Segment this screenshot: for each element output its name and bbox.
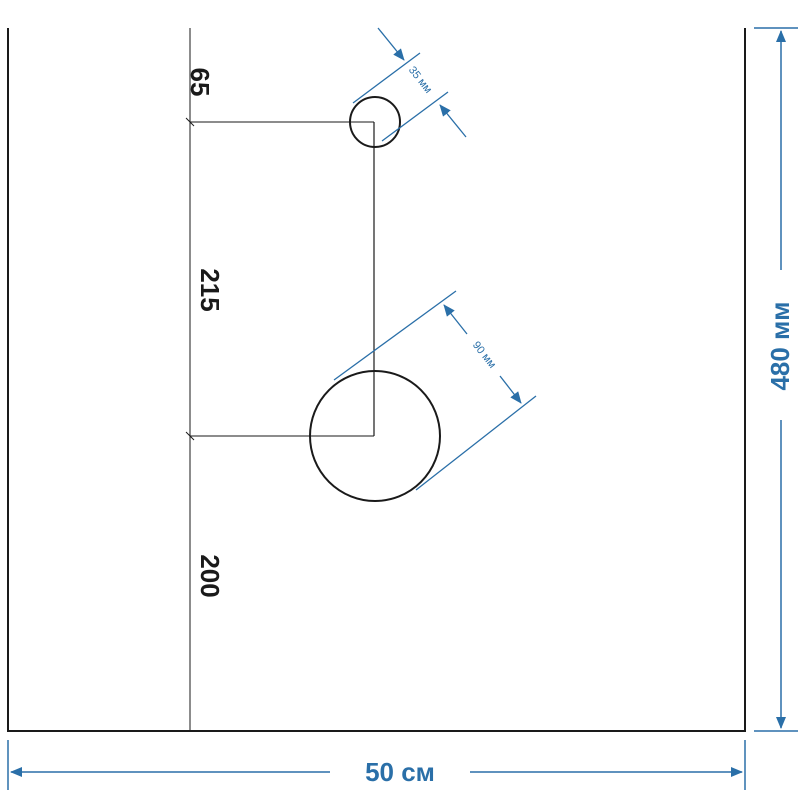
dimension-arrow	[439, 104, 467, 138]
bottom-offset-label: 200	[195, 554, 225, 597]
panel-width-dimension: 50 см	[7, 740, 746, 790]
large-hole	[309, 370, 441, 502]
hole-spacing-label: 215	[195, 268, 225, 311]
large-hole-diameter-label: 90 мм	[470, 339, 498, 370]
panel-width-label: 50 см	[365, 757, 435, 787]
panel-outline	[7, 28, 746, 732]
tick-mark	[185, 117, 195, 127]
small-hole	[349, 96, 401, 148]
extension-line	[352, 52, 421, 104]
extension-line	[333, 290, 457, 381]
top-offset-label: 65	[185, 68, 215, 97]
dimension-arrow	[443, 304, 468, 335]
panel-height-label: 480 мм	[765, 301, 795, 390]
vertical-dimension-chain	[185, 28, 375, 731]
extension-line	[381, 91, 449, 142]
dimension-arrow	[377, 27, 405, 61]
small-hole-diameter-dimension: 35 мм	[352, 27, 467, 142]
small-hole-diameter-label: 35 мм	[406, 64, 434, 95]
tick-mark	[185, 431, 195, 441]
extension-line	[415, 395, 537, 491]
panel-height-dimension: 480 мм	[754, 27, 798, 732]
dimension-arrow	[499, 375, 522, 404]
